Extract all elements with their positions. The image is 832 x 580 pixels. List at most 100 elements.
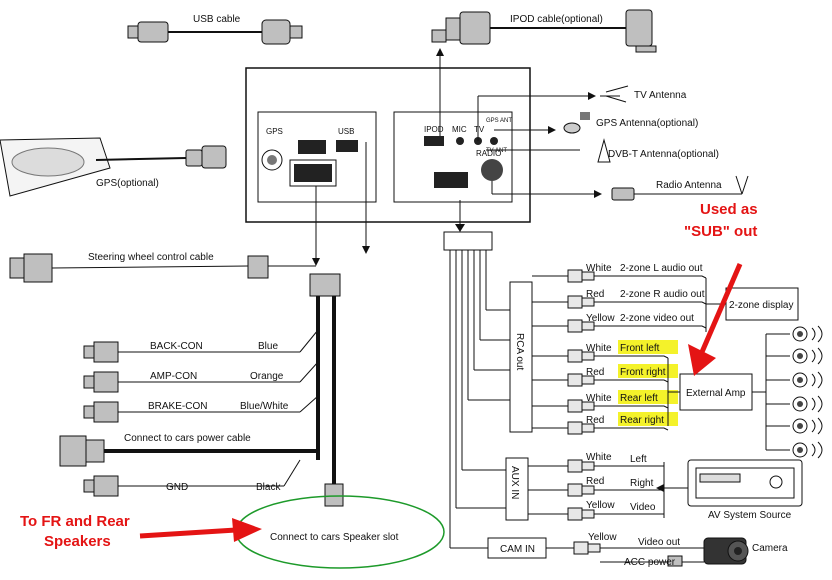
- rca-output-color: Yellow: [586, 313, 615, 324]
- panel-ipod-label: IPOD: [424, 125, 444, 134]
- rca-output-label: Rear left: [620, 393, 658, 404]
- rca-wire: [600, 405, 669, 409]
- speaker-icon: [766, 371, 823, 389]
- zone-display-label: 2-zone display: [729, 300, 793, 311]
- acc-power-label: ACC power: [624, 557, 676, 568]
- amp-con-color: Orange: [250, 371, 284, 382]
- rca-output-label: Rear right: [620, 415, 664, 426]
- gps-optional-label: GPS(optional): [96, 178, 159, 189]
- usb-cable-label: USB cable: [193, 14, 241, 25]
- highlight-mark: [618, 340, 678, 354]
- cam-in-label: CAM IN: [500, 544, 535, 555]
- rca-output-row: White Rear left: [532, 390, 678, 413]
- gps-antenna: [494, 112, 590, 134]
- rca-wire: [600, 427, 669, 431]
- rca-wire: [600, 379, 669, 383]
- rca-output-color: Red: [586, 289, 604, 300]
- panel-tv-label: TV: [474, 125, 485, 134]
- speaker-icon: [766, 441, 823, 459]
- radio-antenna-label: Radio Antenna: [656, 180, 722, 191]
- rca-out-box: [509, 281, 533, 433]
- panel-usb-label: USB: [338, 127, 354, 136]
- rca-output-row: Yellow 2-zone video out: [532, 313, 707, 333]
- highlight-mark: [618, 390, 678, 404]
- panel-gps-ant-label: GPS ANT: [486, 118, 512, 124]
- speaker-icon: [766, 417, 823, 435]
- dvbt-antenna: [486, 138, 611, 163]
- camera-device: [703, 537, 749, 565]
- rca-wire: [600, 275, 707, 279]
- panel-mic-label: MIC: [452, 125, 467, 134]
- rca-wire: [600, 301, 707, 305]
- video-out-label: Video out: [638, 537, 680, 548]
- brake-con-wire: [83, 395, 319, 423]
- rca-output-color: White: [586, 393, 612, 404]
- rca-out-label: RCA out: [514, 333, 525, 370]
- gps-antenna-label: GPS Antenna(optional): [596, 118, 698, 129]
- tv-antenna: [477, 85, 629, 141]
- panel-radio-label: RADIO: [476, 149, 501, 158]
- external-amp-box: [679, 373, 753, 411]
- speaker-icon: [766, 395, 823, 413]
- panel-tv-ant-label: TV ANT: [486, 148, 507, 154]
- speakers-annotation-line1: To FR and Rear: [20, 513, 130, 530]
- aux-input-color: White: [586, 452, 612, 463]
- rca-harness-connector: [443, 231, 493, 251]
- aux-in-label: AUX IN: [509, 466, 520, 499]
- amp-con-wire: [83, 361, 319, 393]
- external-amp-label: External Amp: [686, 388, 746, 399]
- cam-in-color: Yellow: [588, 532, 617, 543]
- camera-label: Camera: [752, 543, 788, 554]
- av-system-source: [687, 459, 803, 507]
- rca-output-row: Red 2-zone R audio out: [532, 289, 707, 309]
- aux-input-color: Red: [586, 476, 604, 487]
- rca-output-color: White: [586, 263, 612, 274]
- rca-output-row: Red Front right: [532, 364, 678, 387]
- gnd-color: Black: [256, 482, 281, 493]
- rca-wire: [600, 355, 669, 359]
- aux-input-row: Red Right: [528, 476, 664, 497]
- back-con-label: BACK-CON: [150, 341, 203, 352]
- aux-input-label: Right: [630, 478, 654, 489]
- highlight-mark: [618, 412, 678, 426]
- speakers-arrow: [139, 518, 262, 542]
- power-cable-label: Connect to cars power cable: [124, 433, 251, 444]
- panel-gps-label: GPS: [266, 127, 283, 136]
- speakers-annotation-line2: Speakers: [44, 533, 111, 550]
- sub-out-annotation-line2: "SUB" out: [684, 223, 757, 240]
- speaker-icon: [766, 347, 823, 365]
- speaker-connector: [324, 483, 344, 507]
- harness-main-connector: [309, 273, 341, 297]
- dvbt-antenna-label: DVB-T Antenna(optional): [608, 149, 719, 160]
- aux-in-box: [505, 457, 529, 521]
- speaker-group: [766, 325, 823, 459]
- ipod-cable-label: IPOD cable(optional): [510, 14, 603, 25]
- rca-output-color: White: [586, 343, 612, 354]
- harness-bundle: [449, 250, 510, 549]
- steering-cable: [9, 253, 269, 283]
- gnd-label: GND: [166, 482, 188, 493]
- rca-output-color: Red: [586, 415, 604, 426]
- rca-output-label: 2-zone L audio out: [620, 263, 703, 274]
- tv-antenna-label: TV Antenna: [634, 90, 687, 101]
- ipod-cable: [431, 9, 657, 53]
- brake-con-color: Blue/White: [240, 401, 289, 412]
- speaker-icon: [766, 325, 823, 343]
- rca-output-label: 2-zone R audio out: [620, 289, 705, 300]
- gnd-wire: [83, 459, 301, 497]
- highlight-mark: [618, 364, 678, 378]
- amp-con-label: AMP-CON: [150, 371, 197, 382]
- rca-output-color: Red: [586, 367, 604, 378]
- rca-output-label: Front right: [620, 367, 666, 378]
- usb-cable: [127, 19, 303, 45]
- aux-input-label: Video: [630, 502, 656, 513]
- rca-output-label: 2-zone video out: [620, 313, 694, 324]
- back-con-wire: [83, 329, 319, 363]
- radio-antenna: [491, 175, 749, 201]
- rca-output-row: Red Rear right: [532, 412, 678, 435]
